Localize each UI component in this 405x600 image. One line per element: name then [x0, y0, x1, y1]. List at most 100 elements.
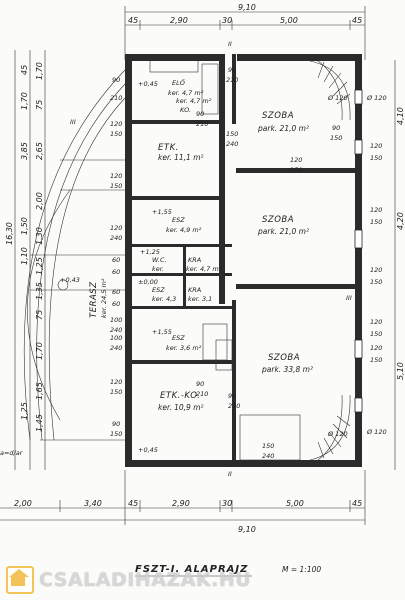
left-total-dim: 16,30 [5, 222, 14, 245]
opening-left-16: 240 [110, 326, 122, 334]
right-seg-2: 4,20 [396, 212, 405, 230]
plan-scale: M = 1:100 [282, 565, 321, 574]
room-name-etk-ko: ETK.-KO. [160, 391, 200, 401]
room-name-esz-1: ESZ [172, 216, 185, 224]
room-area-ko: ker. 4,7 m² [176, 97, 212, 105]
watermark-text: CSALADIHAZAK.HU [39, 569, 252, 591]
room-area-szoba-3: park. 33,8 m² [261, 365, 313, 374]
opening-left-6: 150 [110, 182, 122, 190]
opening-inner-12: 210 [196, 390, 208, 398]
opening-left-8: 240 [110, 234, 122, 242]
bottom-seg-3: 45 [128, 499, 138, 508]
wall-mark-6: Ø 120 [327, 94, 348, 102]
top-seg-3: 30 [222, 16, 232, 25]
room-area-esz-1: ker. 4,9 m² [166, 226, 202, 234]
room-name-wc: W.C. [152, 256, 167, 264]
opening-left-20: 150 [110, 430, 122, 438]
bottom-total-dim: 9,10 [238, 525, 256, 534]
opening-left-15: 100 [110, 316, 122, 324]
top-dimension-chain: 9,10 45 2,90 30 5,00 45 [124, 3, 366, 60]
wall-mark-4: III [70, 118, 76, 126]
opening-left-2: 210 [110, 94, 122, 102]
opening-inner-6: 240 [226, 140, 238, 148]
opening-inner-5: 150 [226, 130, 238, 138]
opening-inner-10: 150 [330, 134, 342, 142]
left-seg-5: 2,65 [35, 142, 44, 160]
opening-left-10: 240 [110, 344, 122, 352]
level-mark-6: +0,45 [138, 80, 158, 88]
opening-left-13: 60 [112, 288, 120, 296]
opening-labels-inner: 90 210 90 210 150 240 120 150 90 150 90 … [60, 40, 352, 478]
left-seg-3: 1,70 [20, 92, 29, 110]
bottom-seg-6: 5,00 [286, 499, 304, 508]
right-win-12: Ø 120 [366, 428, 387, 436]
left-seg-1: 1,70 [35, 62, 44, 80]
opening-inner-2: 210 [226, 76, 238, 84]
right-win-8: 120 [370, 318, 382, 326]
room-area-elo: ker. 4,7 m² [168, 89, 204, 97]
level-mark-2: +1,55 [152, 328, 172, 336]
room-area-kra-1: ker. 4,7 m² [186, 265, 222, 273]
opening-inner-8: 150 [290, 166, 302, 174]
opening-left-12: 60 [112, 268, 120, 276]
left-seg-13: 75 [35, 310, 44, 320]
room-area-esz-3: ker. 3,6 m² [166, 344, 202, 352]
opening-inner-16: 240 [262, 452, 274, 460]
room-name-elo: ELŐ [172, 78, 186, 87]
opening-left-7: 120 [110, 224, 122, 232]
level-mark-1: +1,55 [152, 208, 172, 216]
top-seg-5: 45 [352, 16, 362, 25]
bottom-seg-1: 2,00 [14, 499, 32, 508]
room-area-wc: ker. [152, 265, 164, 273]
opening-left-14: 60 [112, 300, 120, 308]
opening-left-17: 120 [110, 378, 122, 386]
bottom-seg-2: 3,40 [84, 499, 102, 508]
opening-inner-15: 150 [262, 442, 274, 450]
left-dimension-chain: 16,30 1,70 75 1,70 45 2,65 3,85 2,00 1,3… [0, 50, 46, 470]
right-win-3: 150 [370, 154, 382, 162]
outer-walls [125, 54, 362, 467]
left-seg-17: 1,25 [20, 402, 29, 420]
left-seg-11: 1,25 [35, 257, 44, 275]
right-win-7: 150 [370, 278, 382, 286]
right-win-9: 150 [370, 330, 382, 338]
opening-labels-left: 90 210 120 150 120 150 120 240 100 240 6… [110, 76, 122, 438]
opening-inner-3: 90 [196, 110, 204, 118]
left-seg-12: 1,35 [35, 282, 44, 300]
left-seg-10: 1,10 [20, 247, 29, 265]
left-seg-4: 45 [20, 65, 29, 75]
opening-inner-7: 120 [290, 156, 302, 164]
level-mark-3: +1,25 [140, 248, 160, 256]
right-win-1: Ø 120 [366, 94, 387, 102]
level-mark-4: ±0,00 [138, 278, 158, 286]
right-dimension-chain: 4,10 4,20 5,10 Ø 120 120 150 120 150 120… [366, 60, 405, 470]
room-name-etk-1: ETK. [158, 143, 179, 153]
spiral-stair-bottom [239, 394, 351, 461]
level-mark-7: +0,45 [138, 446, 158, 454]
room-area-szoba-2: park. 21,0 m² [257, 227, 309, 236]
wall-mark-3: III [346, 294, 352, 302]
right-win-4: 120 [370, 206, 382, 214]
left-seg-16: 1,45 [35, 414, 44, 432]
bottom-dimension-chain: 2,00 3,40 45 2,90 30 5,00 45 9,10 [0, 470, 366, 534]
room-name-kra-1: KRA [188, 256, 201, 264]
top-seg-4: 5,00 [280, 16, 298, 25]
top-total-dim: 9,10 [238, 3, 256, 12]
room-name-ko: KO. [180, 106, 191, 114]
edge-note: a=d/ar [0, 449, 24, 457]
plan-title: FSZT-I. ALAPRAJZ [135, 564, 248, 575]
site-watermark: CSALADIHAZAK.HU [6, 565, 251, 595]
room-name-esz-3: ESZ [172, 334, 185, 342]
opening-inner-13: 90 [228, 392, 236, 400]
left-seg-7: 2,00 [35, 192, 44, 210]
opening-inner-1: 90 [228, 66, 236, 74]
room-name-esz-2: ESZ [152, 286, 165, 294]
wall-mark-1: II [228, 40, 232, 48]
opening-left-5: 120 [110, 172, 122, 180]
right-windows [354, 89, 363, 413]
house-logo-icon [6, 566, 34, 594]
room-area-szoba-1: park. 21,0 m² [257, 124, 309, 133]
left-seg-2: 75 [35, 100, 44, 110]
opening-inner-11: 90 [196, 380, 204, 388]
